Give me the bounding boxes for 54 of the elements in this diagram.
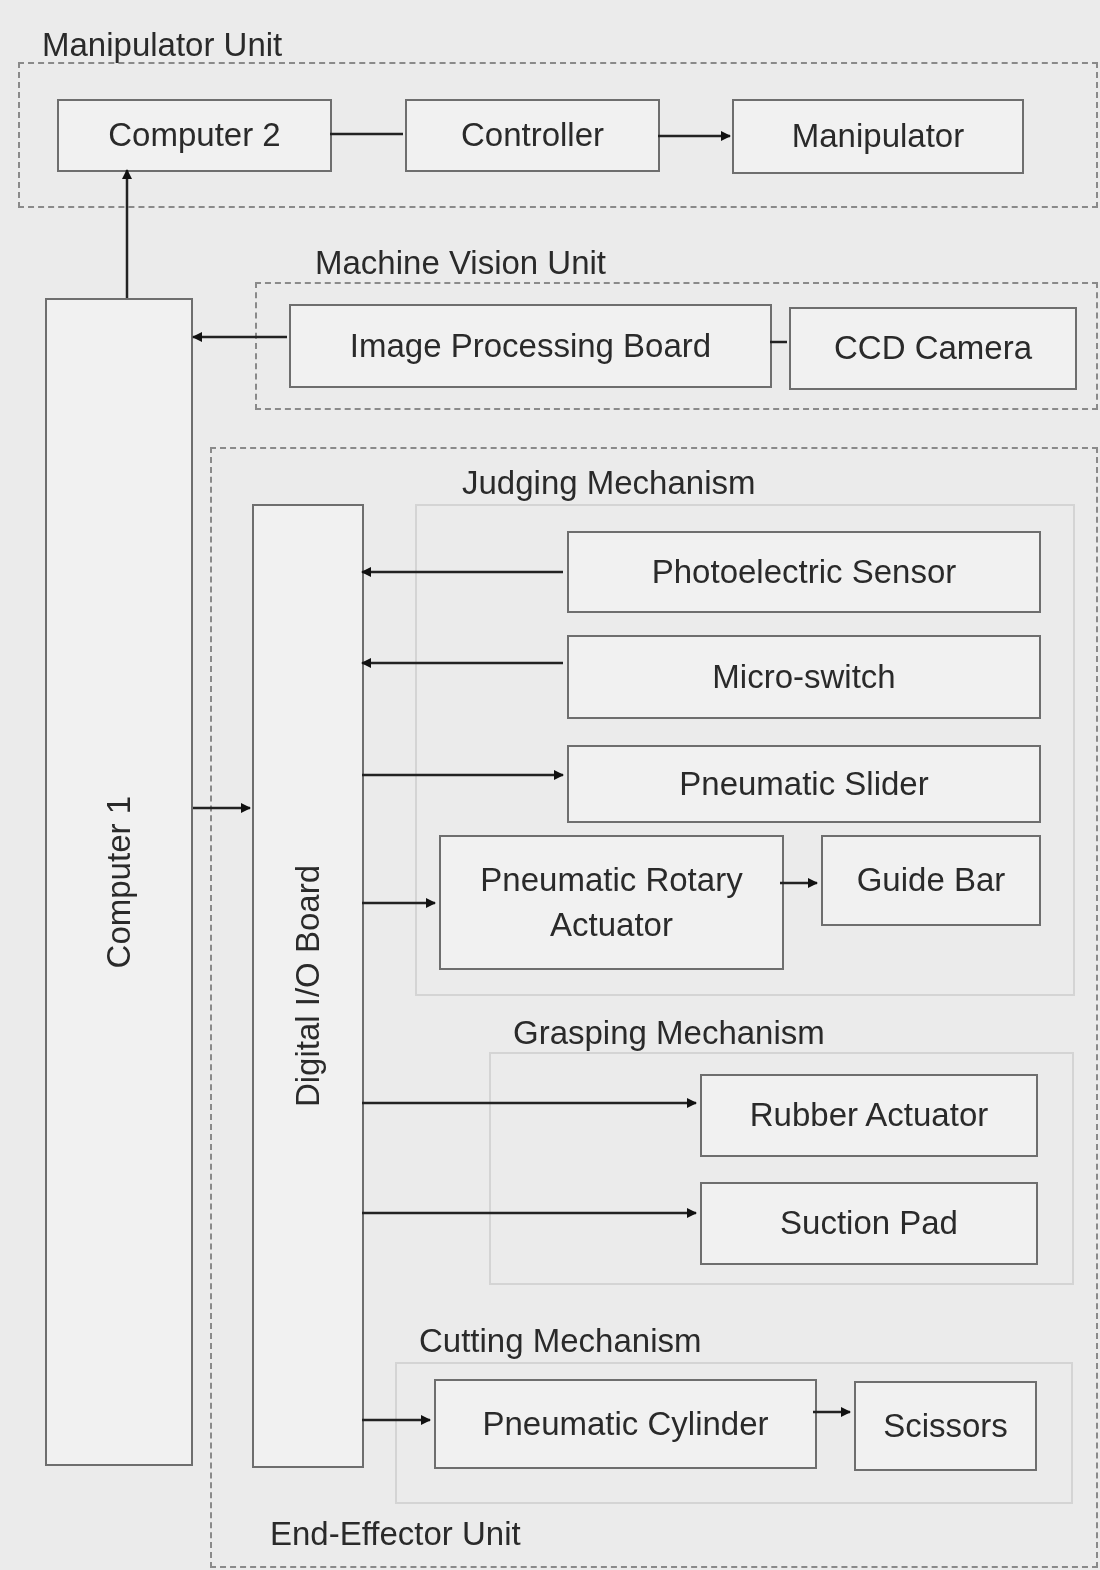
process-box [434, 1379, 817, 1469]
arrow [813, 1407, 851, 1417]
box-label: Pneumatic Slider [679, 763, 929, 804]
arrow [361, 658, 563, 668]
process-box [789, 307, 1077, 390]
process-box [732, 99, 1024, 174]
process-box [567, 635, 1041, 719]
arrow [362, 1098, 697, 1108]
group-heading: End-Effector Unit [270, 1517, 521, 1550]
process-box [700, 1074, 1038, 1157]
vertical-box [45, 298, 193, 1466]
process-box [854, 1381, 1037, 1471]
connector-line [770, 340, 787, 344]
process-box [405, 99, 660, 172]
box-label: Computer 1 [98, 795, 138, 969]
box-label: Controller [460, 115, 605, 156]
arrow [362, 898, 436, 908]
box-label: CCD Camera [833, 328, 1032, 369]
box-label: Photoelectric Sensor [651, 551, 957, 592]
arrow [192, 332, 287, 342]
box-label: Computer 2 [108, 115, 281, 156]
arrow [361, 567, 563, 577]
box-label: Rubber Actuator [749, 1095, 989, 1136]
arrow [362, 770, 564, 780]
arrow [658, 131, 731, 141]
process-box [439, 835, 784, 970]
arrow [193, 803, 251, 813]
group-heading: Cutting Mechanism [419, 1324, 702, 1357]
group-heading: Machine Vision Unit [315, 246, 607, 279]
process-box [821, 835, 1041, 926]
process-box [700, 1182, 1038, 1265]
box-label: Suction Pad [780, 1203, 958, 1244]
unit-group [210, 447, 1098, 1568]
group-heading: Grasping Mechanism [513, 1016, 825, 1049]
arrow [362, 1208, 697, 1218]
arrow [122, 169, 132, 298]
box-label: Pneumatic Cylinder [482, 1403, 769, 1444]
arrow [362, 1415, 431, 1425]
vertical-box [252, 504, 364, 1468]
group-heading: Manipulator Unit [42, 28, 283, 61]
process-box [567, 745, 1041, 823]
box-label: Digital I/O Board [287, 864, 327, 1108]
group-heading: Judging Mechanism [462, 466, 756, 499]
box-label: Micro-switch [712, 656, 896, 697]
box-label: Scissors [883, 1405, 1008, 1446]
connector-line [330, 132, 403, 136]
process-box [567, 531, 1041, 613]
box-label: Manipulator [791, 116, 965, 157]
arrow [780, 878, 818, 888]
box-label: Guide Bar [856, 860, 1006, 901]
box-label: Image Processing Board [349, 325, 712, 366]
process-box [289, 304, 772, 388]
box-label: Pneumatic Rotary Actuator [479, 859, 744, 945]
process-box [57, 99, 332, 172]
